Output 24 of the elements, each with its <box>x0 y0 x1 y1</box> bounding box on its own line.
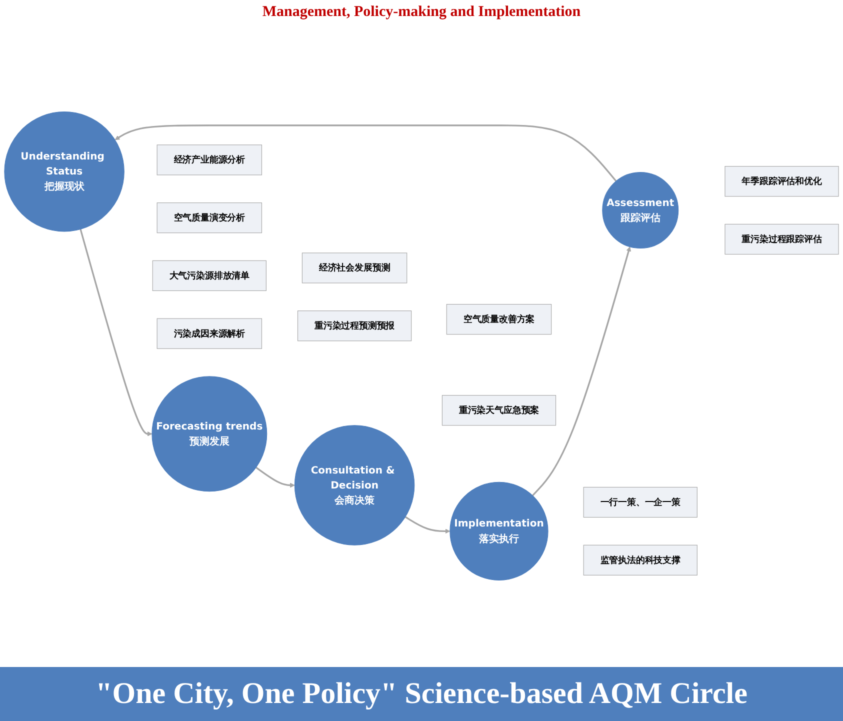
center-note: Management, Policy-making and Implementation <box>262 4 581 20</box>
node-box: 监管执法的科技支撑 <box>583 544 698 576</box>
arrow <box>404 516 450 534</box>
node-box: 大气污染源排放清单 <box>152 260 266 291</box>
node-box: 重污染过程跟踪评估 <box>724 224 839 255</box>
arrow <box>80 228 152 436</box>
node-circle: Understanding Status 把握现状 <box>4 111 124 232</box>
node-circle: Forecasting trends 预测发展 <box>152 376 268 492</box>
node-circle: Consultation & Decision 会商决策 <box>294 425 415 546</box>
node-box: 经济产业能源分析 <box>156 144 262 176</box>
node-box: 重污染天气应急预案 <box>442 395 556 426</box>
arrow <box>256 466 295 488</box>
node-box: 一行一策、一企一策 <box>583 486 698 518</box>
arrow <box>532 246 632 496</box>
node-box: 年季跟踪评估和优化 <box>724 166 839 197</box>
node-box: 污染成因来源解析 <box>156 318 262 349</box>
node-box: 空气质量改善方案 <box>446 304 552 335</box>
node-box: 空气质量演变分析 <box>156 202 262 234</box>
node-circle: Implementation 落实执行 <box>450 482 548 581</box>
title-banner: "One City, One Policy" Science-based AQM Circle <box>0 667 843 721</box>
node-box: 经济社会发展预测 <box>302 252 408 284</box>
arrow <box>114 124 617 182</box>
node-box: 重污染过程预测预报 <box>297 310 412 342</box>
node-circle: Assessment 跟踪评估 <box>602 172 679 249</box>
